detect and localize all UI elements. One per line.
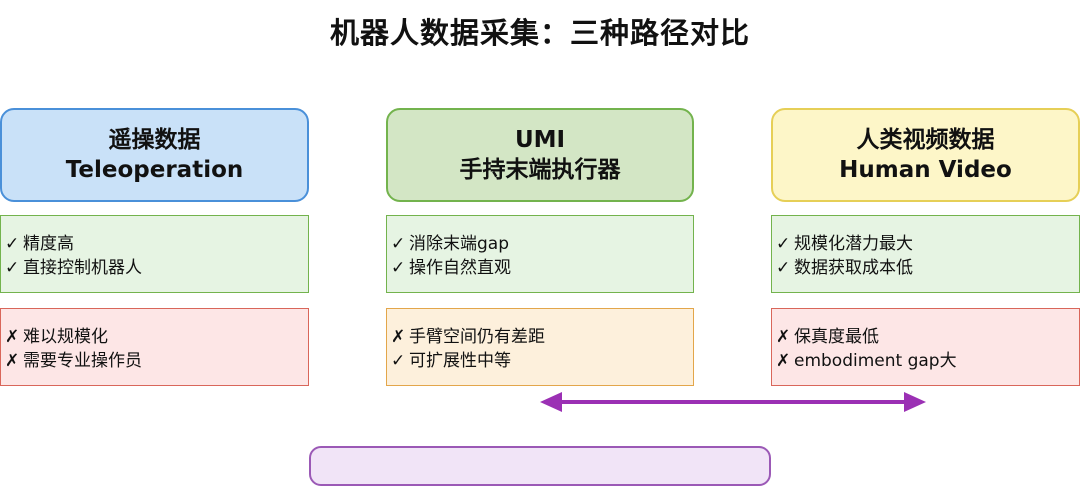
human-video-title-en: Human Video bbox=[839, 157, 1012, 183]
teleoperation-pros: ✓精度高 ✓直接控制机器人 bbox=[0, 215, 309, 293]
pro-item: ✓精度高 bbox=[5, 234, 74, 254]
double-arrow bbox=[540, 392, 926, 412]
umi-header: UMI 手持末端执行器 bbox=[386, 108, 694, 202]
check-icon: ✓ bbox=[5, 234, 20, 254]
human-video-cons: ✗保真度最低 ✗embodiment gap大 bbox=[771, 308, 1080, 386]
human-video-header: 人类视频数据 Human Video bbox=[771, 108, 1080, 202]
con-item: ✗embodiment gap大 bbox=[776, 351, 957, 371]
umi-title-cn: 手持末端执行器 bbox=[459, 157, 621, 183]
cross-icon: ✗ bbox=[5, 351, 20, 371]
bottom-summary-box bbox=[309, 446, 771, 486]
teleoperation-header: 遥操数据 Teleoperation bbox=[0, 108, 309, 202]
arrow-head-left bbox=[540, 392, 562, 412]
teleoperation-title-en: Teleoperation bbox=[65, 157, 244, 183]
con-item: ✗需要专业操作员 bbox=[5, 351, 142, 371]
cross-icon: ✗ bbox=[5, 327, 20, 347]
pro-item: ✓规模化潜力最大 bbox=[776, 234, 913, 254]
human-video-title-cn: 人类视频数据 bbox=[856, 127, 995, 153]
check-icon: ✓ bbox=[5, 258, 20, 278]
diagram-title: 机器人数据采集：三种路径对比 bbox=[329, 16, 750, 50]
arrow-head-right bbox=[904, 392, 926, 412]
cross-icon: ✗ bbox=[776, 327, 791, 347]
pro-item: ✓直接控制机器人 bbox=[5, 258, 142, 278]
umi-cons: ✗手臂空间仍有差距 ✓可扩展性中等 bbox=[386, 308, 694, 386]
pro-item: ✓消除末端gap bbox=[391, 234, 509, 254]
teleoperation-title-cn: 遥操数据 bbox=[108, 127, 201, 153]
check-icon: ✓ bbox=[776, 258, 791, 278]
check-icon: ✓ bbox=[391, 234, 406, 254]
check-icon: ✓ bbox=[776, 234, 791, 254]
umi-title-en: UMI bbox=[514, 127, 566, 153]
con-item: ✗难以规模化 bbox=[5, 327, 108, 347]
check-icon: ✓ bbox=[391, 351, 406, 371]
pro-item: ✓操作自然直观 bbox=[391, 258, 511, 278]
cross-icon: ✗ bbox=[391, 327, 406, 347]
con-item: ✗保真度最低 bbox=[776, 327, 879, 347]
con-item: ✓可扩展性中等 bbox=[391, 351, 511, 371]
umi-pros: ✓消除末端gap ✓操作自然直观 bbox=[386, 215, 694, 293]
teleoperation-cons: ✗难以规模化 ✗需要专业操作员 bbox=[0, 308, 309, 386]
human-video-pros: ✓规模化潜力最大 ✓数据获取成本低 bbox=[771, 215, 1080, 293]
check-icon: ✓ bbox=[391, 258, 406, 278]
con-item: ✗手臂空间仍有差距 bbox=[391, 327, 545, 347]
cross-icon: ✗ bbox=[776, 351, 791, 371]
pro-item: ✓数据获取成本低 bbox=[776, 258, 913, 278]
